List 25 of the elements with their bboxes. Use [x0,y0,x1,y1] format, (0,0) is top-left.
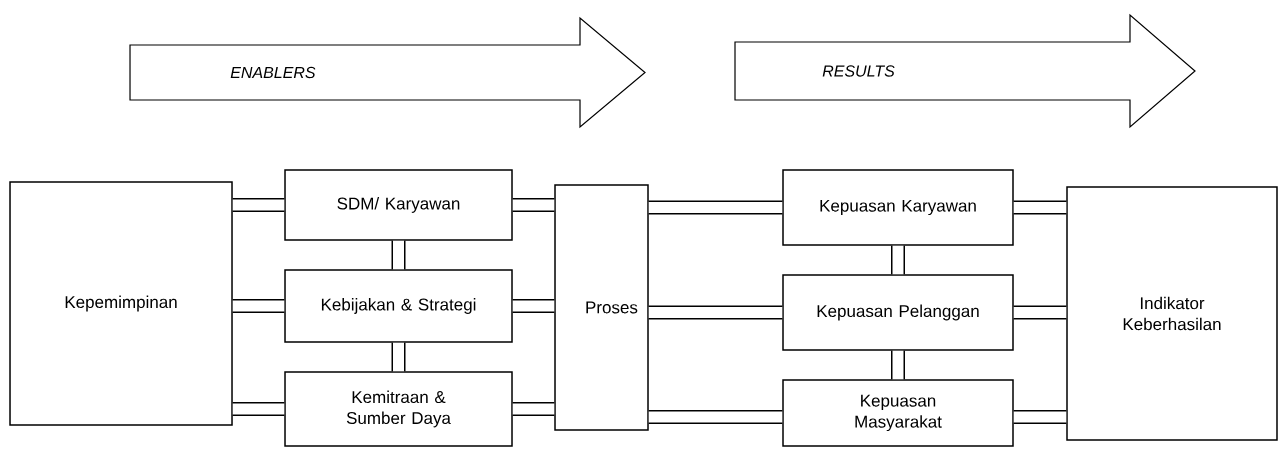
process-box: Indikator Keberhasilan [1066,186,1278,441]
connector [648,410,783,424]
connector [1013,410,1067,424]
process-box: Kepemimpinan [9,181,233,426]
process-box: Kepuasan Karyawan [782,169,1014,246]
process-box: Proses [554,184,649,431]
connector [391,240,406,270]
connector [232,299,285,313]
connector [512,402,555,416]
process-box: Kepuasan Masyarakat [782,379,1014,447]
connector [1013,200,1067,215]
connector [391,342,406,372]
connector [648,305,783,320]
connector [891,350,905,380]
connector [512,299,555,313]
connector [1013,305,1067,320]
process-box: Kepuasan Pelanggan [782,274,1014,351]
process-box: SDM/ Karyawan [284,169,513,241]
connector [232,402,285,416]
connector [891,245,905,275]
connector [232,198,285,212]
connector [648,200,783,215]
connector [512,198,555,212]
process-box: Kebijakan & Strategi [284,269,513,343]
process-box: Kemitraan & Sumber Daya [284,371,513,447]
